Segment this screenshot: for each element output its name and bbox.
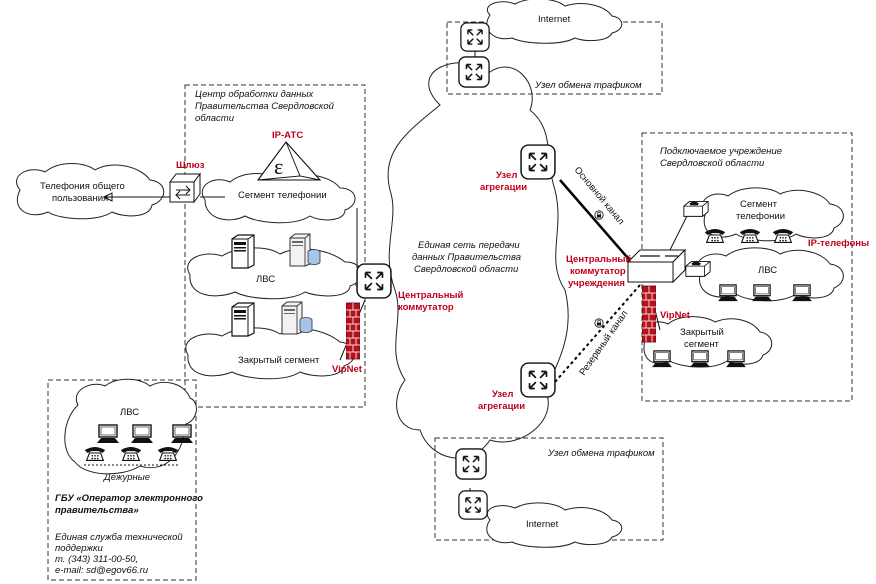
inst-lan-pc-icon[interactable] [717, 284, 739, 302]
inst-firewall-icon [642, 285, 656, 343]
ip-ats-label: IP-АТС [272, 130, 303, 141]
operator-pc-icon[interactable] [96, 424, 120, 444]
data-center-title: Центр обработки данных Правительства Све… [195, 89, 337, 124]
support-info: Единая служба технической поддержки т. (… [55, 532, 185, 576]
encryption-icon [594, 210, 604, 220]
aggregation-bottom-router[interactable] [520, 362, 556, 398]
inst-switch-label: Центральный коммутатор учреждения [566, 254, 634, 289]
exchange-top-router[interactable] [458, 56, 490, 88]
closed-segment-cloud [185, 327, 356, 380]
inst-phone-gateway-icon[interactable] [683, 200, 709, 217]
aggregation-top-router[interactable] [520, 144, 556, 180]
gateway-label: Шлюз [176, 160, 205, 171]
closed-segment-label: Закрытый сегмент [238, 355, 320, 366]
internet-bottom-router[interactable] [458, 490, 488, 520]
exchange-bottom-router[interactable] [455, 448, 487, 480]
institution-box [641, 132, 853, 402]
ip-phones-label: IP-телефоны [808, 238, 869, 249]
central-switch-label: Центральный коммутатор [398, 290, 466, 313]
aggregation-top-label: Узел агрегации [480, 170, 527, 193]
encryption-icon [594, 318, 604, 328]
internet-top-label: Internet [538, 14, 571, 25]
gateway-icon[interactable] [169, 172, 201, 204]
data-center-box [184, 84, 366, 408]
backup-channel-label: Резервный канал [577, 309, 630, 378]
inst-closed-pc-icon[interactable] [651, 350, 673, 368]
closed-server-icon[interactable] [231, 302, 255, 337]
lan-server-icon[interactable] [231, 234, 255, 269]
unified-network-label: Единая сеть передачи данных Правительств… [412, 240, 524, 275]
internet-bottom-cloud [486, 502, 623, 548]
inst-phone-segment-label: Сегмент телефонии [736, 199, 785, 222]
operator-lan-label: ЛВС [120, 407, 139, 418]
internet-top-cloud [486, 0, 623, 44]
internet-bottom-label: Internet [526, 519, 559, 530]
exchange-top-label: Узел обмена трафиком [534, 80, 642, 91]
lan-db-server-icon[interactable] [289, 233, 321, 267]
internet-top-router[interactable] [460, 22, 490, 52]
svg-text:ε: ε [274, 154, 283, 179]
inst-phone-cloud [702, 187, 844, 242]
inst-closed-pc-icon[interactable] [725, 350, 747, 368]
operator-pc-icon[interactable] [130, 424, 154, 444]
firewall-icon [346, 302, 360, 360]
inst-lan-pc-icon[interactable] [791, 284, 813, 302]
inst-lan-switch-icon[interactable] [685, 260, 711, 277]
inst-closed-label: Закрытый сегмент [680, 327, 726, 350]
lan-label: ЛВС [256, 274, 275, 285]
phone-segment-label: Сегмент телефонии [238, 190, 327, 201]
aggregation-bottom-label: Узел агрегации [478, 389, 525, 412]
public-phone-cloud [16, 163, 165, 220]
inst-closed-pc-icon[interactable] [689, 350, 711, 368]
pbx-icon[interactable]: ε [256, 141, 322, 181]
inst-switch-icon[interactable] [626, 248, 687, 284]
vipnet-label: VipNet [332, 364, 363, 375]
public-phone-label: Телефония общего пользования [40, 181, 127, 204]
central-switch-router[interactable] [356, 263, 392, 299]
inst-vipnet-label: VipNet [660, 310, 691, 321]
operator-name: ГБУ «Оператор электронного правительства… [55, 493, 206, 516]
inst-lan-pc-icon[interactable] [751, 284, 773, 302]
duty-label: Дежурные [103, 472, 150, 483]
exchange-bottom-label: Узел обмена трафиком [547, 448, 655, 459]
inst-lan-label: ЛВС [758, 265, 777, 276]
operator-pc-icon[interactable] [170, 424, 194, 444]
phone-segment-cloud [202, 173, 356, 224]
closed-db-server-icon[interactable] [281, 301, 313, 335]
institution-title: Подключаемое учреждение Свердловской обл… [660, 146, 785, 169]
